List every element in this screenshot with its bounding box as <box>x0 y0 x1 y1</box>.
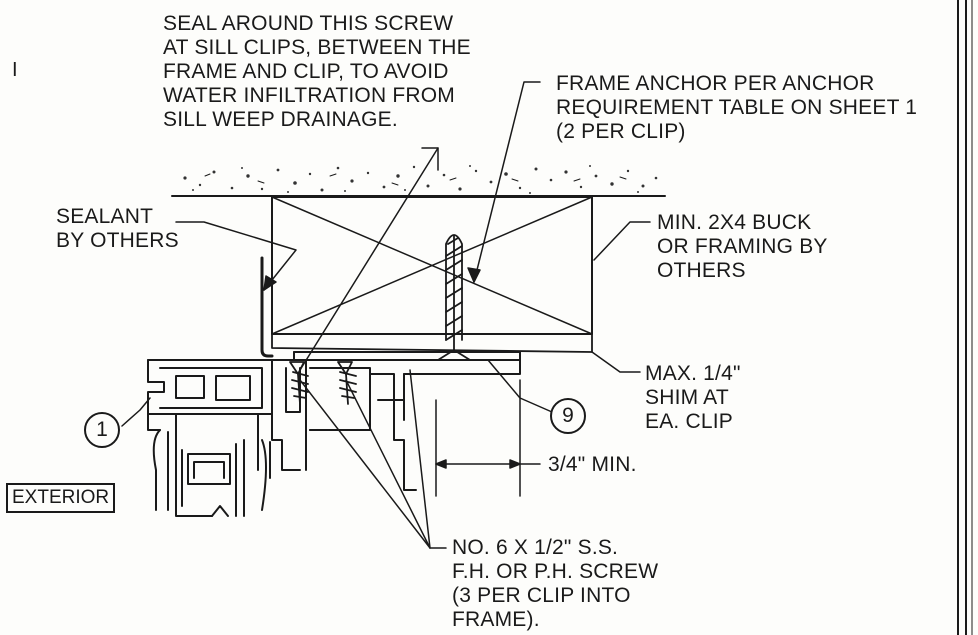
concrete-texture <box>183 165 658 194</box>
callout-frame-1: 1 <box>84 412 120 448</box>
exterior-label: EXTERIOR <box>6 483 116 513</box>
clip-screw-right <box>337 361 357 405</box>
window-frame-profile <box>147 359 521 491</box>
note-frame-anchor: FRAME ANCHOR PER ANCHOR REQUIREMENT TABL… <box>556 72 918 143</box>
note-shim: MAX. 1/4" SHIM AT EA. CLIP <box>645 362 741 433</box>
sash-profile <box>152 429 271 517</box>
dimension-3-4-min <box>435 379 541 497</box>
sealant-bead <box>260 256 274 358</box>
concrete-dashes <box>204 173 627 186</box>
note-sealant: SEALANT BY OTHERS <box>56 205 179 252</box>
frame-anchor-screw <box>437 234 471 361</box>
note-screw: NO. 6 X 1/2" S.S. F.H. OR P.H. SCREW (3 … <box>452 536 659 631</box>
note-buck: MIN. 2X4 BUCK OR FRAMING BY OTHERS <box>657 211 828 282</box>
buck-cross-2 <box>271 196 593 335</box>
callout-clip-9: 9 <box>550 398 586 434</box>
stray-mark: I <box>12 59 18 81</box>
leader-lines <box>121 81 651 549</box>
note-seal-screw: SEAL AROUND THIS SCREW AT SILL CLIPS, BE… <box>163 12 471 131</box>
sill-clip <box>293 351 521 361</box>
dimension-label: 3/4" MIN. <box>548 453 637 476</box>
